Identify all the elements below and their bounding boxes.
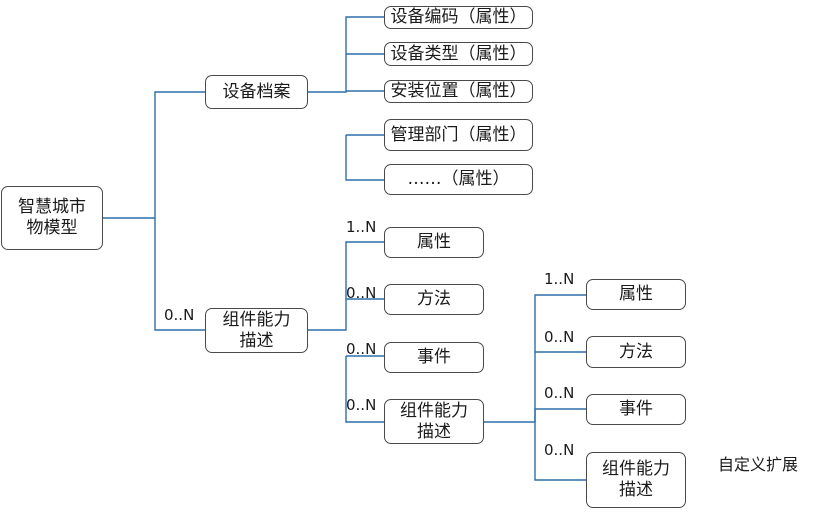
sub-capability-node: 组件能力 描述: [586, 452, 686, 508]
multiplicity-label: 0..N: [544, 441, 575, 459]
root-node: 智慧城市 物模型: [1, 186, 103, 250]
multiplicity-label: 0..N: [544, 384, 575, 402]
event-label: 事件: [417, 347, 451, 367]
profile-attr-label: ……（属性）: [407, 169, 510, 189]
property-label: 属性: [417, 232, 451, 252]
root-node-label: 智慧城市 物模型: [18, 197, 86, 238]
device-profile-label: 设备档案: [222, 81, 291, 102]
multiplicity-label: 0..N: [346, 340, 377, 358]
profile-attr-label: 管理部门（属性）: [390, 124, 527, 145]
sub-capability-label: 组件能力 描述: [400, 400, 468, 442]
device-profile-node: 设备档案: [205, 75, 308, 109]
sub-capability-node: 组件能力 描述: [384, 399, 484, 444]
profile-attr-node: 设备编码（属性）: [384, 6, 533, 29]
profile-attr-label: 设备类型（属性）: [390, 43, 527, 64]
profile-attr-node: 管理部门（属性）: [384, 119, 533, 151]
profile-attr-node: ……（属性）: [384, 164, 533, 195]
property-node: 属性: [384, 227, 484, 258]
multiplicity-label: 0..N: [164, 306, 195, 324]
event-label: 事件: [619, 399, 653, 419]
profile-attr-node: 安装位置（属性）: [384, 80, 533, 103]
profile-attr-node: 设备类型（属性）: [384, 42, 533, 66]
multiplicity-label: 0..N: [346, 284, 377, 302]
profile-attr-label: 设备编码（属性）: [390, 7, 527, 27]
method-label: 方法: [619, 341, 653, 362]
multiplicity-label: 0..N: [544, 328, 575, 346]
method-label: 方法: [417, 289, 451, 309]
multiplicity-label: 1..N: [544, 270, 575, 288]
multiplicity-label: 0..N: [346, 396, 377, 414]
capability-node: 组件能力 描述: [205, 308, 308, 353]
property-label: 属性: [619, 284, 653, 304]
event-node: 事件: [384, 342, 484, 373]
sub-capability-label: 组件能力 描述: [602, 459, 670, 500]
profile-attr-label: 安装位置（属性）: [390, 81, 527, 101]
multiplicity-label: 1..N: [346, 218, 377, 236]
property-node: 属性: [586, 279, 686, 310]
capability-label: 组件能力 描述: [222, 309, 291, 351]
custom-extension-note: 自定义扩展: [718, 455, 799, 474]
method-node: 方法: [586, 336, 686, 368]
method-node: 方法: [384, 284, 484, 315]
event-node: 事件: [586, 394, 686, 425]
